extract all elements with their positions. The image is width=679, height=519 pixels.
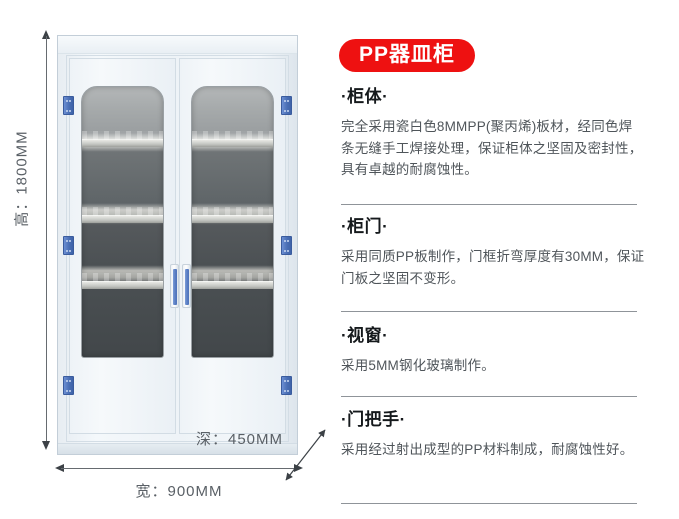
section-divider [341, 204, 637, 205]
shelf-contents [82, 273, 163, 282]
door-window-left [81, 86, 164, 358]
section-body-text: 完全采用瓷白色8MMPP(聚丙烯)板材，经同色焊条无缝手工焊接处理，保证柜体之坚… [341, 118, 643, 178]
shelf-edge [82, 281, 163, 289]
shelf-contents [82, 131, 163, 140]
section-divider [341, 396, 637, 397]
section-heading: ·门把手· [341, 410, 406, 429]
section-body-text: 采用5MM钢化玻璃制作。 [341, 357, 495, 373]
product-diagram-panel: 高：1800MM [0, 0, 326, 519]
depth-dimension-arrow [283, 425, 331, 485]
shelf-edge [192, 281, 273, 289]
shelf-contents [82, 207, 163, 216]
hinge-right-middle [281, 236, 292, 255]
hinge-right-top [281, 96, 292, 115]
cabinet-top-rail [58, 36, 297, 54]
height-dimension-label: 高：1800MM [13, 130, 31, 227]
cabinet-plinth [58, 443, 297, 454]
cabinet-illustration [57, 35, 298, 455]
height-dimension-line [40, 30, 54, 450]
door-handle-left [170, 264, 179, 308]
hinge-left-bottom [63, 376, 74, 395]
section-heading: ·柜门· [341, 217, 389, 236]
height-dimension-stroke [46, 36, 47, 444]
door-window-right [191, 86, 274, 358]
height-arrow-up-icon [42, 30, 50, 39]
spec-section-cabinet-door: ·柜门· 采用同质PP板制作，门框折弯厚度有30MM，保证门板之坚固不变形。 [341, 217, 645, 289]
hinge-left-middle [63, 236, 74, 255]
width-arrow-left-icon [55, 464, 64, 472]
spec-section-door-handle: ·门把手· 采用经过射出成型的PP材料制成，耐腐蚀性好。 [341, 410, 645, 461]
shelf-edge [192, 139, 273, 147]
depth-dimension-label: 深：450MM [196, 431, 284, 448]
shelf-edge [82, 215, 163, 223]
spec-section-view-window: ·视窗· 采用5MM钢化玻璃制作。 [341, 326, 645, 377]
shelf-edge [192, 215, 273, 223]
shelf-contents [192, 273, 273, 282]
width-arrow-right-icon [294, 464, 303, 472]
section-heading: ·柜体· [341, 87, 389, 106]
width-dimension-label: 宽：900MM [135, 483, 223, 500]
width-dimension-stroke [61, 468, 297, 469]
shelf-contents [192, 131, 273, 140]
hinge-left-top [63, 96, 74, 115]
specification-panel: PP器皿柜 ·柜体· 完全采用瓷白色8MMPP(聚丙烯)板材，经同色焊条无缝手工… [333, 0, 679, 519]
shelf-contents [192, 207, 273, 216]
spec-section-cabinet-body: ·柜体· 完全采用瓷白色8MMPP(聚丙烯)板材，经同色焊条无缝手工焊接处理，保… [341, 87, 645, 181]
cabinet-door-left [69, 58, 176, 434]
section-heading: ·视窗· [341, 326, 389, 345]
width-dimension-line [55, 462, 303, 476]
height-arrow-down-icon [42, 441, 50, 450]
section-body-text: 采用同质PP板制作，门框折弯厚度有30MM，保证门板之坚固不变形。 [341, 248, 645, 286]
section-divider [341, 503, 637, 504]
section-body-text: 采用经过射出成型的PP材料制成，耐腐蚀性好。 [341, 441, 634, 457]
product-title-badge: PP器皿柜 [339, 39, 476, 72]
hinge-right-bottom [281, 376, 292, 395]
door-handle-right [182, 264, 191, 308]
section-divider [341, 311, 637, 312]
cabinet-door-right [179, 58, 286, 434]
shelf-edge [82, 139, 163, 147]
